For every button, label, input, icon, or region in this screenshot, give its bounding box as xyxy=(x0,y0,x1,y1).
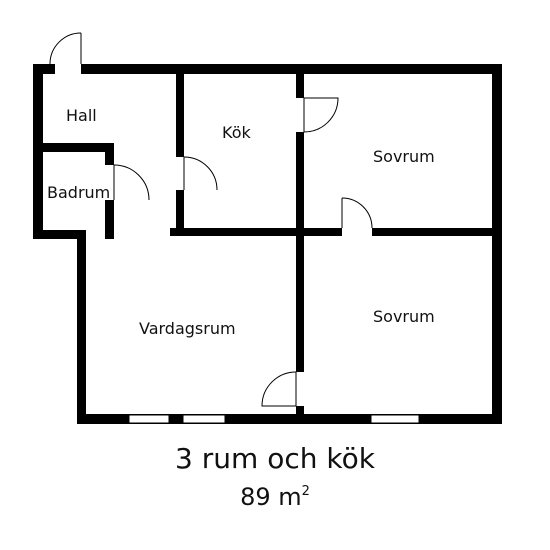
window xyxy=(128,414,170,424)
outer-walls xyxy=(33,64,502,424)
room-label-hall: Hall xyxy=(66,106,97,125)
plan-area: 89 m2 xyxy=(0,483,550,511)
area-value: 89 m xyxy=(240,483,302,511)
interior-walls xyxy=(33,64,502,424)
entrance-door xyxy=(49,32,82,65)
plan-title: 3 rum och kök xyxy=(175,442,375,475)
sovrum-lower-door xyxy=(261,371,297,407)
room-label-sovrum-upper: Sovrum xyxy=(373,147,435,166)
window xyxy=(370,414,420,424)
area-superscript: 2 xyxy=(301,484,310,499)
doors xyxy=(49,32,373,407)
sovrum-upper-door xyxy=(303,97,339,133)
badrum-door xyxy=(113,164,150,201)
room-label-kok: Kök xyxy=(222,123,251,142)
windows xyxy=(128,414,420,424)
room-label-badrum: Badrum xyxy=(47,183,110,202)
window xyxy=(182,414,226,424)
kok-door xyxy=(183,156,218,191)
sovrum-upper-door-2 xyxy=(341,197,373,229)
room-label-vardagsrum: Vardagsrum xyxy=(139,319,236,338)
room-label-sovrum-lower: Sovrum xyxy=(373,307,435,326)
